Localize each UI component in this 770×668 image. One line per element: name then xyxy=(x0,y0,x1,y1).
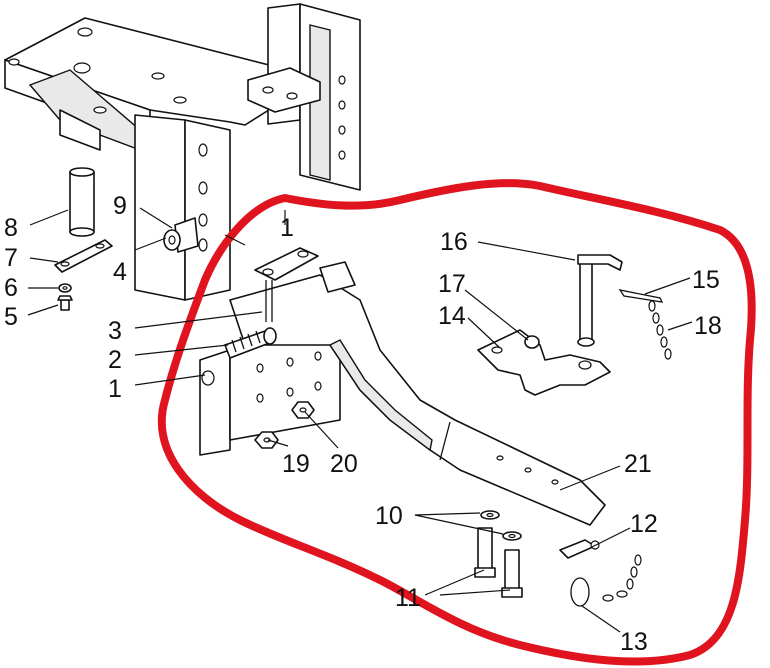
washers-10 xyxy=(480,510,522,541)
label-18: 18 xyxy=(694,312,722,340)
highlight-outline xyxy=(157,179,756,666)
right-vertical-bracket xyxy=(247,3,361,191)
chain-12 xyxy=(602,554,642,602)
bolt-5 xyxy=(57,295,73,311)
link-plate xyxy=(254,247,319,322)
leader-lines xyxy=(27,207,693,633)
washer-6 xyxy=(58,283,72,293)
label-3: 3 xyxy=(108,317,122,345)
mounting-frame xyxy=(4,17,321,152)
hitch-pin-16 xyxy=(577,254,623,347)
label-6: 6 xyxy=(4,274,18,302)
label-14: 14 xyxy=(438,302,466,330)
label-1-top: 1 xyxy=(280,214,294,242)
linch-pin-12 xyxy=(559,539,600,559)
label-16: 16 xyxy=(440,228,468,256)
strap-7 xyxy=(54,239,113,273)
label-4: 4 xyxy=(113,258,127,286)
label-21: 21 xyxy=(624,450,652,478)
pin-bracket-14 xyxy=(477,329,611,396)
bolt-9 xyxy=(163,217,199,253)
label-13: 13 xyxy=(620,628,648,656)
label-2: 2 xyxy=(108,346,122,374)
drawbar xyxy=(229,261,606,526)
label-12: 12 xyxy=(630,510,658,538)
label-17: 17 xyxy=(438,270,466,298)
label-9: 9 xyxy=(113,192,127,220)
label-1: 1 xyxy=(108,375,122,403)
bolt-2 xyxy=(224,327,277,359)
label-19: 19 xyxy=(282,450,310,478)
spring-clip-15 xyxy=(618,289,664,303)
nut-19 xyxy=(254,431,279,449)
bolts-11 xyxy=(474,527,523,598)
label-8: 8 xyxy=(4,214,18,242)
label-5: 5 xyxy=(4,303,18,331)
label-10: 10 xyxy=(375,502,403,530)
label-7: 7 xyxy=(4,244,18,272)
label-15: 15 xyxy=(692,266,720,294)
label-20: 20 xyxy=(330,450,358,478)
part-labels: 8 7 6 5 9 4 3 2 1 1 19 20 16 17 14 15 18… xyxy=(4,192,722,656)
pin-8 xyxy=(69,167,95,237)
chain-18 xyxy=(648,300,672,360)
nut-20 xyxy=(291,401,315,419)
ring-13 xyxy=(570,577,590,607)
left-vertical-bracket xyxy=(134,114,231,301)
label-11: 11 xyxy=(395,584,421,612)
